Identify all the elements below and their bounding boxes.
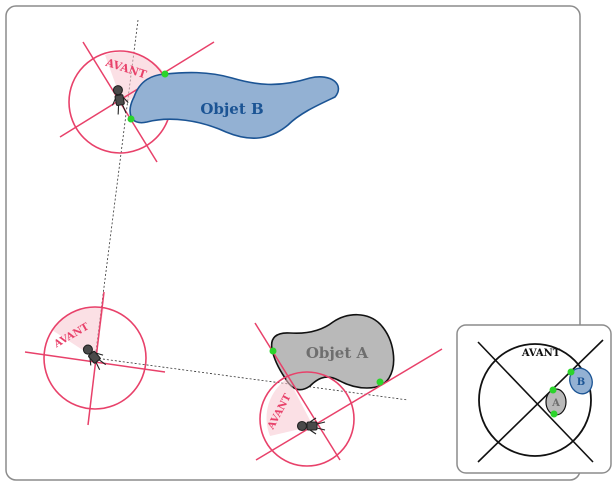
- inset-contact-point: [549, 386, 557, 394]
- observer-figure-icon: [82, 344, 107, 371]
- inset-frame: [456, 324, 612, 474]
- main-frame: [5, 5, 581, 481]
- inset-view-line: [477, 339, 604, 463]
- inset-front-label: AVANT: [521, 348, 561, 359]
- inset-object-a-label: A: [551, 398, 560, 409]
- view-circle: [43, 306, 147, 410]
- contact-point: [269, 347, 277, 355]
- object-a-label: Objet A: [306, 344, 369, 362]
- contact-point: [161, 70, 169, 78]
- inset-view-line: [477, 341, 594, 463]
- observer-figure-icon: [111, 85, 129, 115]
- inset-view-circle: [478, 343, 592, 457]
- view-wedge: [52, 306, 104, 358]
- inset-panel: AVANT A B: [456, 324, 612, 474]
- object-b-shape: [129, 71, 340, 139]
- inset-contact-point: [567, 368, 575, 376]
- contact-point: [127, 115, 135, 123]
- object-b-label: Objet B: [200, 100, 263, 118]
- view-line: [255, 348, 443, 461]
- view-circle: [259, 371, 355, 467]
- observer-figure-icon: [296, 417, 326, 435]
- view-line: [254, 322, 341, 461]
- dotted-line-horizontal: [94, 357, 409, 401]
- inset-contact-point: [550, 410, 558, 418]
- inset-object-b: [569, 367, 593, 395]
- contact-point: [376, 378, 384, 386]
- inset-object-b-label: B: [577, 377, 585, 388]
